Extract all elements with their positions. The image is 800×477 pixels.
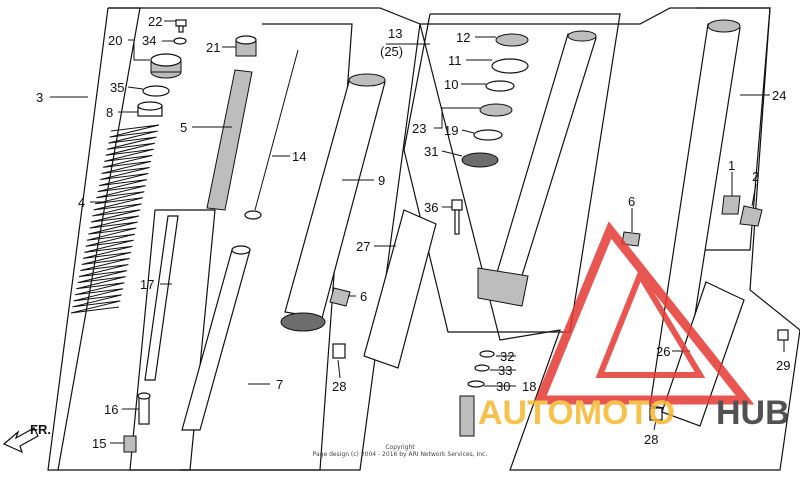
watermark-logo: AUTOMOTO HUB [478, 221, 790, 432]
part-13-outer-slider [477, 30, 597, 307]
part-17-rod [144, 215, 179, 381]
callout-22: 22 [148, 14, 162, 29]
callout-numbers: 22 20 34 21 3 35 8 5 14 4 17 16 15 7 9 6… [36, 14, 790, 451]
callout-1: 1 [728, 158, 735, 173]
callout-17: 17 [140, 277, 154, 292]
copyright-line-1: Copyright [385, 444, 415, 451]
part-7-inner-tube [181, 245, 251, 431]
part-14-damper-rod [244, 49, 299, 220]
callout-26: 26 [656, 344, 670, 359]
part-27-fork-guard [363, 209, 437, 369]
part-33-washer [474, 364, 490, 372]
watermark-text-a: AUTOMOTO [478, 394, 675, 432]
callout-19: 19 [444, 123, 458, 138]
callout-7: 7 [276, 377, 283, 392]
callout-13: 13 [388, 26, 402, 41]
group-outline-13 [403, 13, 621, 333]
callout-6-right: 6 [628, 194, 635, 209]
part-32-washer [479, 350, 495, 358]
callout-3: 3 [36, 90, 43, 105]
part-36-bolt [451, 199, 463, 235]
callout-33: 33 [498, 363, 512, 378]
part-5-bushing-tube [206, 69, 253, 211]
part-9-outer-tube [280, 73, 386, 332]
part-30-washer [467, 380, 485, 388]
part-12-dust-seal [495, 33, 529, 47]
callout-32: 32 [500, 349, 514, 364]
part-8-collar [137, 101, 163, 117]
callout-4: 4 [78, 195, 85, 210]
callout-29: 29 [776, 358, 790, 373]
watermark-text-b: HUB [716, 394, 790, 432]
callout-28-right: 28 [644, 432, 658, 447]
part-21-cap [235, 35, 257, 57]
callout-35: 35 [110, 80, 124, 95]
callout-8: 8 [106, 105, 113, 120]
part-4-spring [70, 124, 160, 314]
callout-2: 2 [752, 169, 759, 184]
part-2-clamp [739, 205, 763, 227]
group-outline-24 [697, 7, 771, 251]
callout-10: 10 [444, 77, 458, 92]
callout-12: 12 [456, 30, 470, 45]
callout-9: 9 [378, 173, 385, 188]
callout-16: 16 [104, 402, 118, 417]
callout-28-left: 28 [332, 379, 346, 394]
callout-31: 31 [424, 144, 438, 159]
part-10-clip [485, 80, 515, 92]
part-19-washer [473, 129, 503, 141]
part-34-washer [173, 37, 187, 45]
part-20-fork-cap [150, 53, 182, 79]
callout-11: 11 [448, 53, 462, 68]
callout-6-left: 6 [360, 289, 367, 304]
part-28-bolt-left [332, 343, 346, 359]
part-15-spring-small [123, 435, 137, 453]
callout-25: (25) [380, 44, 403, 59]
part-6-guide-left [329, 287, 351, 307]
callout-15: 15 [92, 436, 106, 451]
callout-5: 5 [180, 120, 187, 135]
copyright-line-2: Page design (c) 2004 - 2016 by ARI Netwo… [313, 451, 488, 458]
callout-20: 20 [108, 33, 122, 48]
callout-21: 21 [206, 40, 220, 55]
callout-36: 36 [424, 200, 438, 215]
group-outline-right [419, 7, 800, 471]
callout-27: 27 [356, 239, 370, 254]
part-29-bolt [777, 329, 789, 341]
callout-34: 34 [142, 33, 156, 48]
part-1-clamp [721, 195, 741, 215]
leader-lines [50, 20, 785, 444]
callout-18: 18 [522, 379, 536, 394]
part-22-bolt [175, 19, 187, 33]
callout-23: 23 [412, 121, 426, 136]
callout-30: 30 [496, 379, 510, 394]
callout-14: 14 [292, 149, 306, 164]
part-23-seal-set [479, 103, 513, 117]
part-16-fitting [137, 392, 151, 425]
part-18-adjuster [459, 395, 475, 437]
front-direction-label: FR. [30, 422, 51, 437]
front-direction-arrow: FR. [2, 422, 51, 454]
part-35-o-ring [142, 85, 170, 97]
part-31-oil-seal [461, 152, 499, 168]
callout-24: 24 [772, 88, 786, 103]
part-11-seal [491, 58, 529, 74]
